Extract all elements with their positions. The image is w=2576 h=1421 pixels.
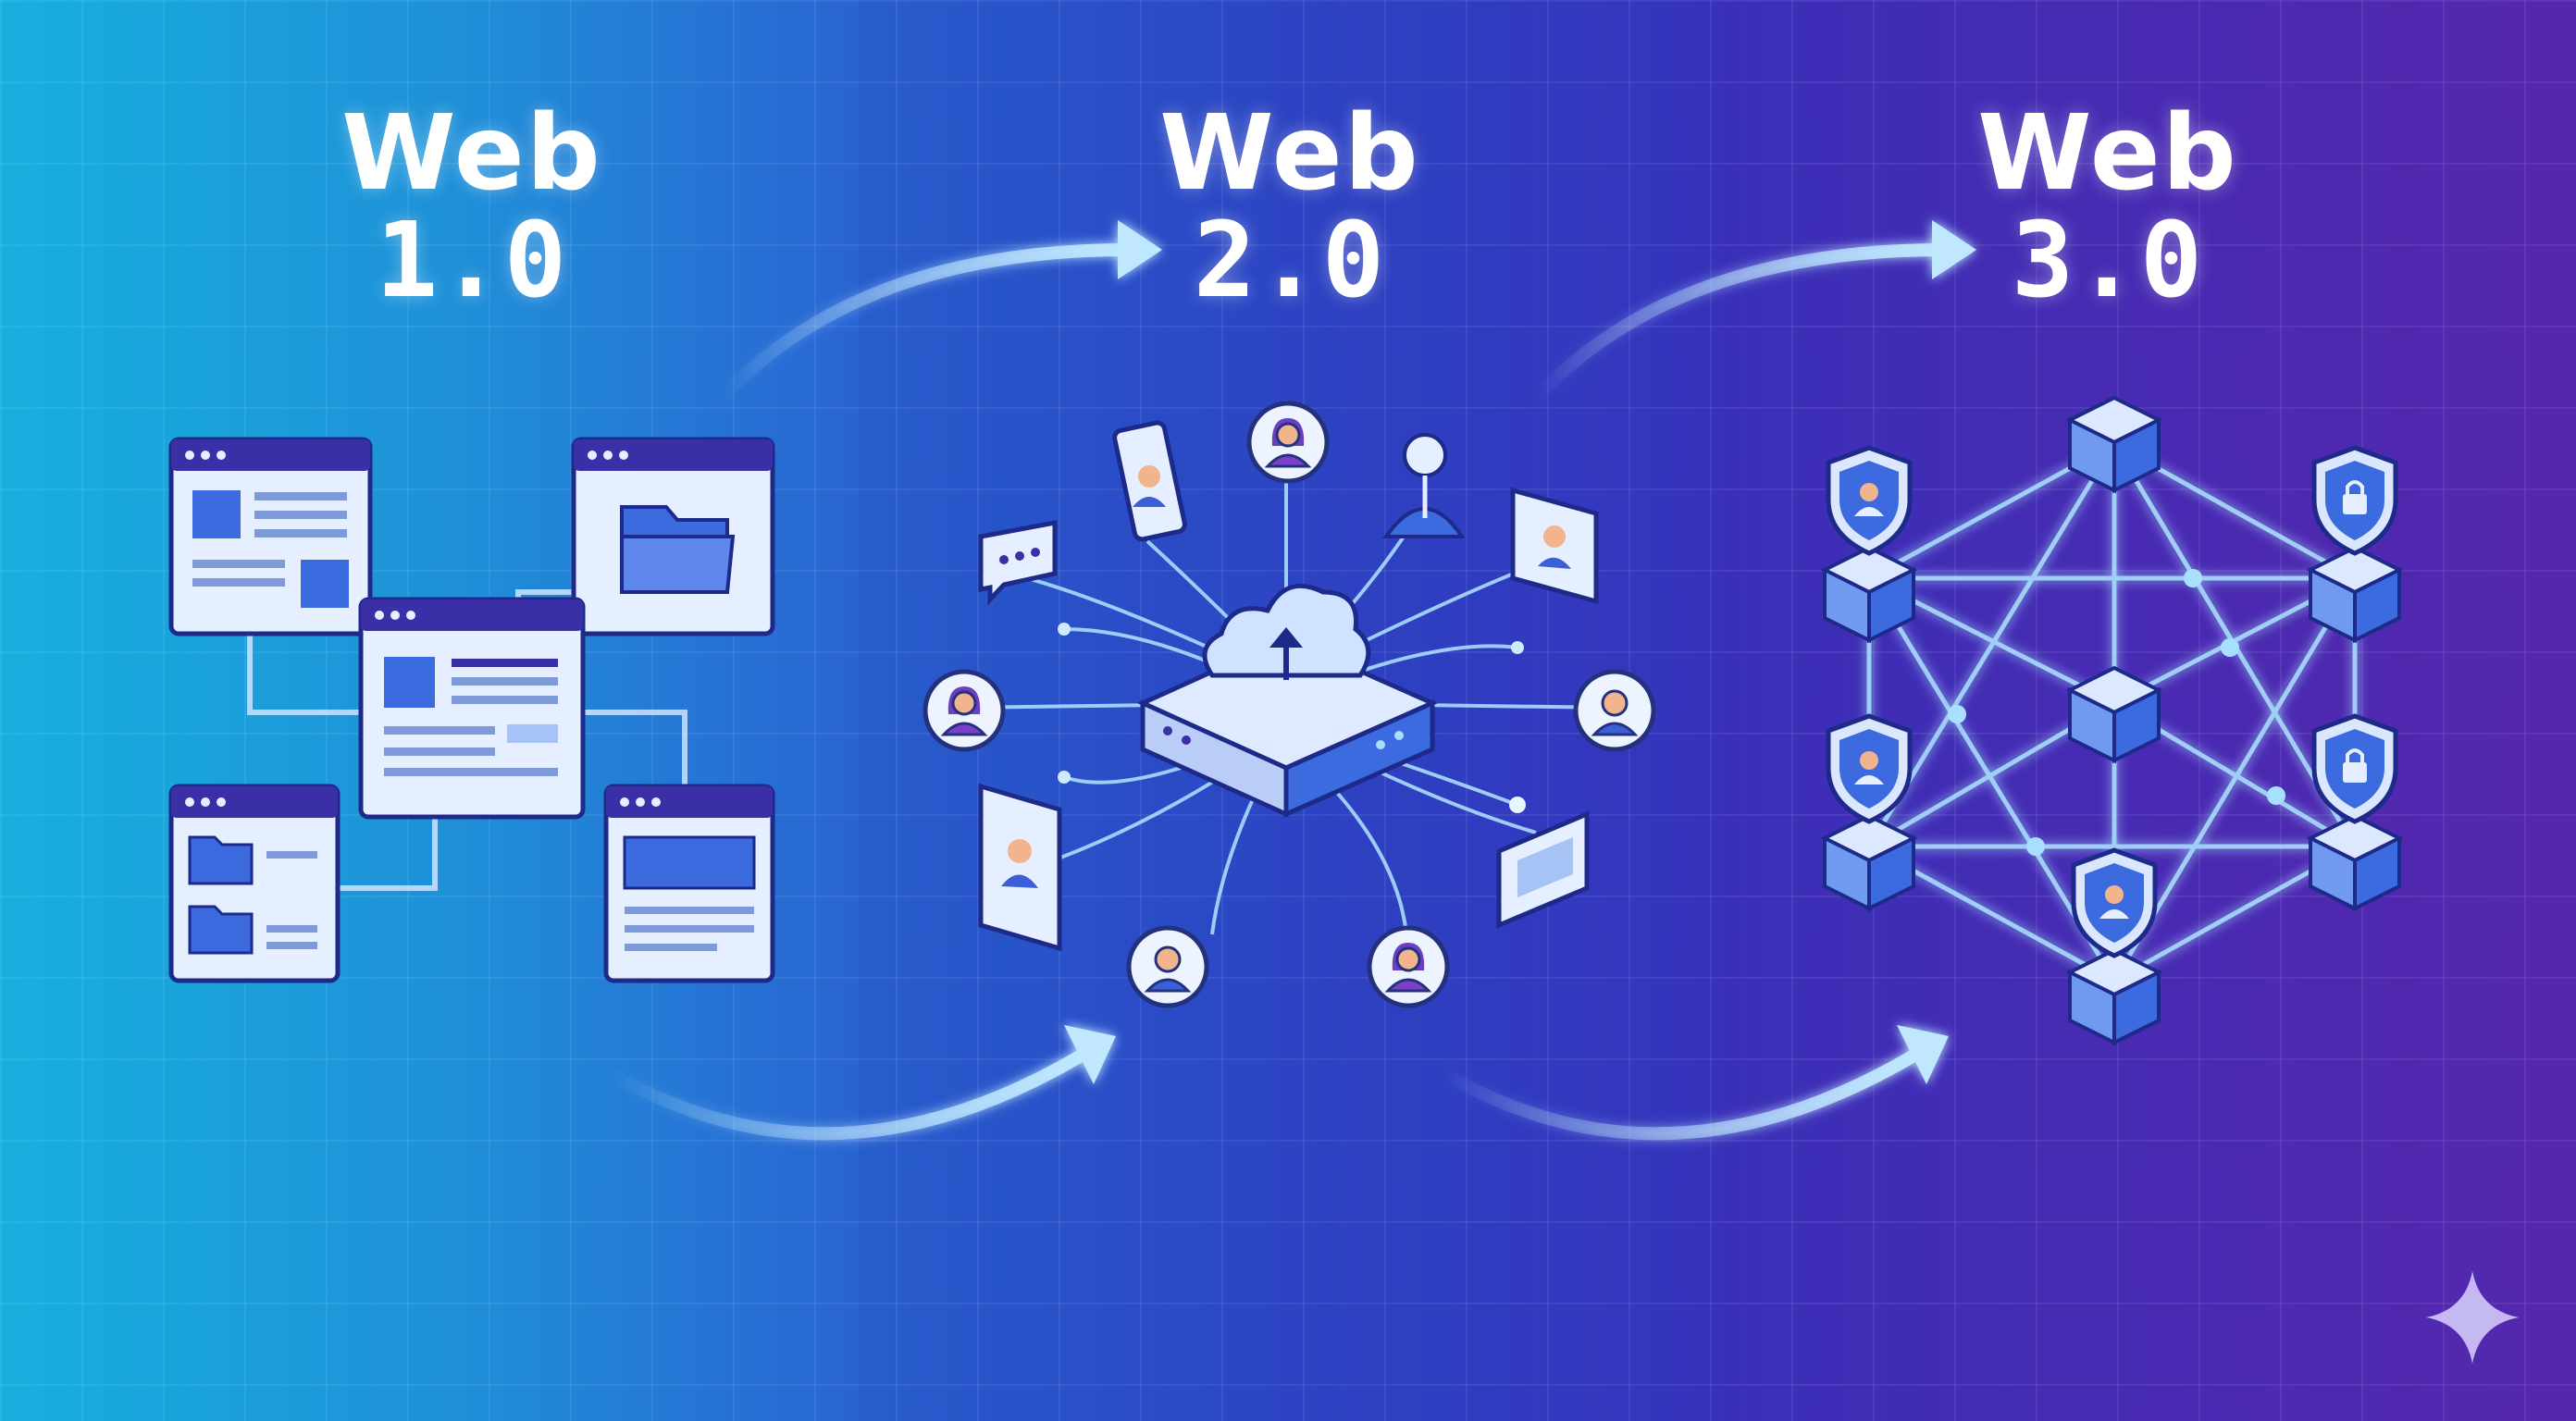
browser-window-icon: [168, 784, 341, 983]
cube-node-icon: [2068, 396, 2161, 492]
arrowhead-1-to-2-top: [1118, 220, 1162, 279]
user-avatar-icon: [1369, 928, 1447, 1006]
cube-node-icon: [2068, 666, 2161, 762]
era-1-title: Web 1.0: [231, 100, 712, 315]
arrowhead-2-to-3-top: [1932, 220, 1976, 279]
web2-diagram: [925, 403, 1653, 1006]
user-avatar-icon: [1129, 928, 1207, 1006]
era-3-word: Web: [1977, 93, 2238, 214]
cube-node-icon: [1823, 546, 1915, 642]
tablet-icon: [1112, 420, 1187, 542]
user-avatar-icon: [1382, 433, 1466, 538]
cube-node-icon: [2068, 948, 2161, 1044]
era-2-version: 2.0: [1193, 201, 1387, 322]
sparkle-icon: [2426, 1271, 2519, 1364]
web3-diagram: [1823, 396, 2401, 1044]
shield-user-icon: [1828, 448, 1910, 553]
shield-lock-icon: [2314, 448, 2396, 553]
user-avatar-icon: [1249, 403, 1327, 481]
era-1-version: 1.0: [375, 201, 569, 322]
tablet-icon: [1510, 487, 1599, 605]
era-2-title: Web 2.0: [1049, 100, 1530, 315]
era-1-word: Web: [341, 93, 602, 214]
document-icon: [358, 597, 586, 820]
cube-node-icon: [2309, 546, 2401, 642]
arrows: [604, 220, 1976, 1141]
era-3-version: 3.0: [2011, 201, 2205, 322]
tablet-icon: [978, 783, 1062, 952]
era-3-title: Web 3.0: [1867, 100, 2348, 315]
arrow-1-to-2-bottom: [604, 1048, 1089, 1141]
user-avatar-icon: [1576, 672, 1653, 749]
laptop-icon: [1496, 810, 1590, 929]
shield-lock-icon: [2314, 716, 2396, 822]
cube-node-icon: [2309, 814, 2401, 910]
folder-icon: [571, 437, 775, 636]
shield-user-icon: [1828, 716, 1910, 822]
arrow-2-to-3-bottom: [1437, 1048, 1922, 1141]
cube-node-icon: [1823, 814, 1915, 910]
browser-window-icon: [603, 784, 775, 983]
user-avatar-icon: [925, 672, 1003, 749]
arrowhead-1-to-2-bottom: [1064, 1025, 1116, 1084]
shield-user-icon: [2074, 850, 2155, 956]
arrowhead-2-to-3-bottom: [1897, 1025, 1949, 1084]
web1-diagram: [168, 437, 775, 983]
era-2-word: Web: [1159, 93, 1420, 214]
arrow-2-to-3-top: [1530, 243, 1950, 404]
cloud-upload-icon: [1202, 583, 1371, 680]
arrow-1-to-2-top: [715, 243, 1135, 404]
chat-bubble-icon: [978, 519, 1058, 606]
browser-window-icon: [168, 437, 373, 636]
